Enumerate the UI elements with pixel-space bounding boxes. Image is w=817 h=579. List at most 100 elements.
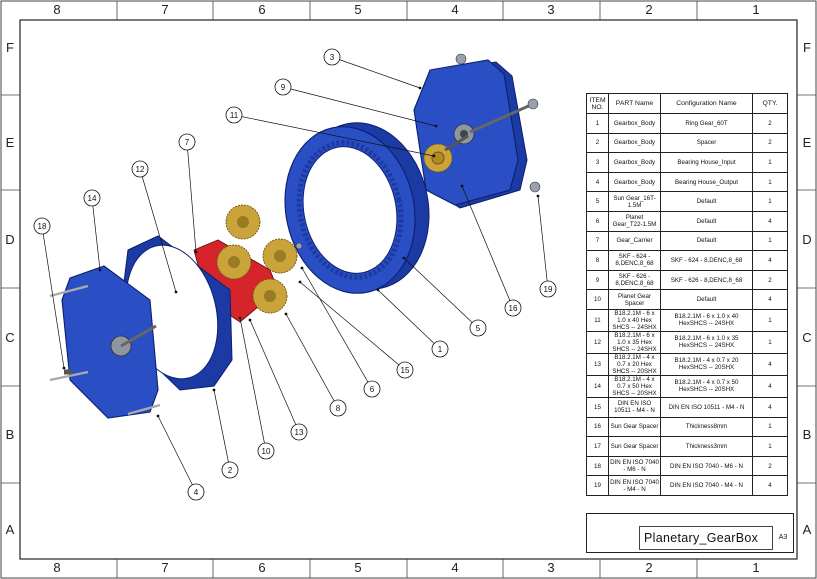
zone-column-label: 1 <box>752 560 759 575</box>
bom-config-name: B18.2.1M - 4 x 0.7 x 20 HexSHCS -- 20SHX <box>660 352 753 376</box>
bom-config-name: DIN EN ISO 7040 - M4 - N <box>660 475 753 496</box>
balloon-label: 3 <box>330 53 335 62</box>
bom-item-no: 7 <box>586 230 609 252</box>
bom-config-name: B18.2.1M - 6 x 1.0 x 35 HexSHCS -- 24SHX <box>660 330 753 354</box>
bom-qty: 1 <box>752 416 788 438</box>
balloon <box>323 48 341 66</box>
zone-column-label: 8 <box>53 2 60 17</box>
zone-column-label: 3 <box>547 560 554 575</box>
balloon-leader <box>233 114 435 157</box>
leader-dot <box>212 388 216 392</box>
bom-part-name: B18.2.1M - 4 x 0.7 x 20 Hex SHCS -- 20SH… <box>608 352 661 376</box>
bom-header-item: ITEM NO. <box>586 93 609 114</box>
balloon-leader <box>91 197 101 271</box>
leader-dot <box>536 194 540 198</box>
bom-config-name: B18.2.1M - 4 x 0.7 x 50 HexSHCS -- 20SHX <box>660 374 753 398</box>
zone-column-label: 8 <box>53 560 60 575</box>
balloon <box>539 280 557 298</box>
bom-qty: 4 <box>752 374 788 398</box>
bom-part-name: B18.2.1M - 6 x 1.0 x 40 Hex SHCS -- 24SH… <box>608 308 661 332</box>
bom-item-no: 6 <box>586 210 609 232</box>
bom-part-name: Gearbox_Body <box>608 152 661 173</box>
balloon-leader <box>157 415 197 493</box>
balloon <box>225 106 243 124</box>
bom-qty: 4 <box>752 210 788 232</box>
balloon-label: 18 <box>38 222 47 231</box>
bom-item-no: 2 <box>586 132 609 154</box>
balloon-leader <box>377 289 441 350</box>
zone-column-label: 4 <box>451 560 458 575</box>
bom-part-name: Gearbox_Body <box>608 113 661 134</box>
balloon-label: 15 <box>401 366 410 375</box>
balloon-label: 12 <box>136 165 145 174</box>
zone-column-label: 7 <box>161 2 168 17</box>
balloon <box>431 340 449 358</box>
zone-column-label: 3 <box>547 2 554 17</box>
balloon-leader <box>299 281 406 371</box>
balloon <box>396 361 414 379</box>
bom-item-no: 9 <box>586 269 609 291</box>
balloon <box>83 189 101 207</box>
drawing-frame <box>19 19 798 560</box>
ring-gears <box>284 122 430 294</box>
leader-dot <box>238 316 242 320</box>
bom-part-name: SKF - 624 - 8,DENC,8_68 <box>608 250 661 271</box>
bom-qty: 1 <box>752 330 788 354</box>
bom-qty: 4 <box>752 475 788 496</box>
bom-config-name: Default <box>660 210 753 232</box>
zone-row-label: A <box>803 522 812 537</box>
zone-row-label: C <box>5 330 14 345</box>
zone-column-label: 6 <box>258 560 265 575</box>
leader-dot <box>402 256 406 260</box>
balloon-leader <box>239 317 267 452</box>
bearing-house-input <box>49 265 161 419</box>
bom-qty: 2 <box>752 132 788 154</box>
bom-part-name: Sun Gear Spacer <box>608 436 661 457</box>
bom-qty: 1 <box>752 152 788 173</box>
bom-part-name: Gearbox_Body <box>608 132 661 154</box>
leader-dot <box>248 318 252 322</box>
leader-dot <box>194 250 198 254</box>
bom-config-name: Bearing House_Input <box>660 152 753 173</box>
balloon-label: 9 <box>281 83 286 92</box>
leader-dot <box>298 280 302 284</box>
bom-item-no: 5 <box>586 191 609 212</box>
bom-qty: 2 <box>752 455 788 477</box>
balloon-leader <box>282 86 437 127</box>
bom-item-no: 4 <box>586 171 609 193</box>
bom-qty: 2 <box>752 113 788 134</box>
balloon-label: 7 <box>185 138 190 147</box>
balloon-leader <box>186 141 197 253</box>
bom-header-qty: QTY. <box>752 93 788 114</box>
balloon-label: 16 <box>509 304 518 313</box>
bom-part-name: SKF - 626 - 8,DENC,8_68 <box>608 269 661 291</box>
zone-row-label: C <box>802 330 811 345</box>
bom-part-name: DIN EN ISO 10511 - M4 - N <box>608 396 661 418</box>
bom-item-no: 1 <box>586 113 609 134</box>
balloon-label: 5 <box>476 324 481 333</box>
balloon <box>274 78 292 96</box>
zone-column-label: 2 <box>645 2 652 17</box>
leader-dot <box>174 290 178 294</box>
bom-part-name: Sun Gear Spacer <box>608 416 661 438</box>
bom-part-name: Planet Gear_T22-1.5M <box>608 210 661 232</box>
balloon-leader <box>213 389 231 471</box>
drawing-name: Planetary_GearBox <box>639 526 773 550</box>
balloon <box>363 380 381 398</box>
balloon <box>187 483 205 501</box>
zone-column-label: 4 <box>451 2 458 17</box>
leader-dot <box>432 154 436 158</box>
bom-config-name: Bearing House_Output <box>660 171 753 193</box>
